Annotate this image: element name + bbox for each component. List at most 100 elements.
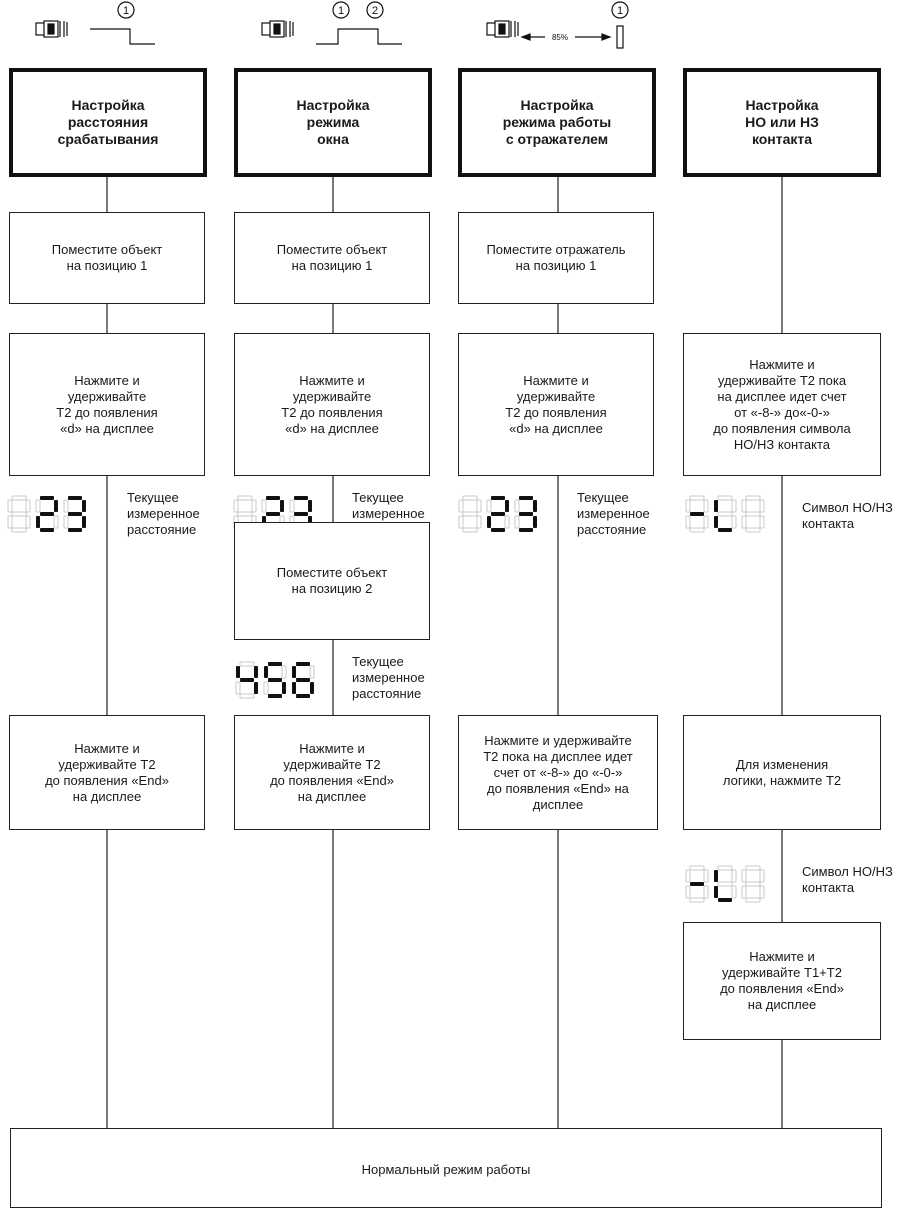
segment: [731, 885, 737, 899]
segment: [68, 496, 82, 500]
step-hold-t2-count: Нажмите и удерживайте Т2 пока на дисплее…: [683, 333, 881, 476]
segment: [296, 678, 310, 682]
segment: [292, 666, 296, 678]
segment: [268, 694, 282, 698]
segment: [519, 528, 533, 532]
segment: [40, 528, 54, 532]
segment: [25, 515, 31, 529]
step-hold-t2-end-count: Нажмите и удерживайте Т2 пока на дисплее…: [458, 715, 658, 830]
display-col3-digit: [514, 496, 537, 532]
segment: [504, 515, 510, 529]
segment: [63, 499, 69, 513]
segment: [237, 511, 253, 517]
segment: [11, 527, 27, 533]
step-hold-t2-end: Нажмите и удерживайте Т2 до появления «E…: [9, 715, 205, 830]
segment: [505, 500, 509, 512]
segment: [264, 666, 268, 678]
segment: [11, 511, 27, 517]
segment: [268, 662, 282, 666]
sensor-icon: [486, 1, 629, 49]
display-contact-symbol-digit: [714, 495, 737, 532]
segment: [82, 500, 86, 512]
segment: [7, 515, 13, 529]
segment: [266, 512, 280, 516]
segment: [690, 512, 704, 516]
display-col2-second-digit: [292, 662, 315, 698]
sensor-icon: [35, 1, 155, 45]
segment: [717, 881, 733, 887]
segment: [487, 516, 491, 528]
segment: [689, 865, 705, 871]
segment: [745, 897, 761, 903]
segment: [309, 665, 315, 679]
segment: [689, 527, 705, 533]
segment: [514, 499, 520, 513]
segment: [280, 500, 284, 512]
marker-circle: [332, 1, 350, 19]
header-reflector-mode: Настройка режима работы с отражателем: [458, 68, 656, 177]
segment: [236, 666, 240, 678]
segment: [731, 515, 737, 529]
segment: [703, 885, 709, 899]
target-line: [316, 28, 402, 45]
display-caption: Текущее измеренное расстояние: [352, 654, 425, 701]
segment: [685, 499, 691, 513]
marker-2: 2: [372, 5, 378, 17]
segment: [486, 499, 492, 513]
segment: [251, 499, 257, 513]
header-no-nc-contact: Настройка НО или НЗ контакта: [683, 68, 881, 177]
display-caption: Символ НО/НЗ контакта: [802, 500, 893, 531]
display-col3-digit: [486, 496, 510, 532]
segment: [263, 681, 269, 695]
segment: [266, 496, 280, 500]
sensor-icon: [261, 1, 402, 45]
segment: [310, 682, 314, 694]
segment: [282, 682, 286, 694]
marker-circle: [117, 1, 135, 19]
display-contact-symbol-digit: [714, 865, 737, 902]
segment: [745, 511, 761, 517]
display-contact-symbol-digit: [685, 495, 709, 533]
segment: [289, 499, 295, 513]
sensor-body-icon: [47, 23, 55, 35]
segment: [519, 496, 533, 500]
step-place-reflector-1: Поместите отражатель на позицию 1: [458, 212, 654, 304]
display-col1-digit: [35, 496, 59, 532]
step-place-object-2: Поместите объект на позицию 2: [234, 522, 430, 640]
segment: [476, 499, 482, 513]
segment: [308, 500, 312, 512]
arrow-right-icon: [601, 33, 612, 41]
marker-circle: [611, 1, 629, 19]
segment: [25, 499, 31, 513]
segment: [292, 682, 296, 694]
step-hold-t2-d: Нажмите и удерживайте Т2 до появления «d…: [234, 333, 430, 476]
segment: [731, 499, 737, 513]
segment: [239, 661, 255, 667]
segment: [281, 665, 287, 679]
segment: [233, 499, 239, 513]
segment: [40, 512, 54, 516]
segment: [54, 500, 58, 512]
step-hold-t2-d: Нажмите и удерживайте Т2 до появления «d…: [458, 333, 654, 476]
segment: [731, 869, 737, 883]
segment: [458, 515, 464, 529]
segment: [462, 527, 478, 533]
step-place-object-1: Поместите объект на позицию 1: [234, 212, 430, 304]
target-line: [90, 28, 155, 45]
segment: [254, 666, 258, 678]
segment: [7, 499, 13, 513]
marker-circle: [366, 1, 384, 19]
segment: [717, 865, 733, 871]
connector-lines: [106, 150, 783, 1128]
segment: [685, 515, 691, 529]
segment: [462, 495, 478, 501]
segment: [11, 495, 27, 501]
segment: [759, 499, 765, 513]
header-distance-setup: Настройка расстояния срабатывания: [9, 68, 207, 177]
segment: [514, 515, 520, 529]
display-contact-symbol-digit: [741, 495, 765, 533]
segment: [53, 515, 59, 529]
display-caption: Текущее измеренное расстояние: [127, 490, 200, 537]
segment: [741, 515, 747, 529]
segment: [82, 516, 86, 528]
